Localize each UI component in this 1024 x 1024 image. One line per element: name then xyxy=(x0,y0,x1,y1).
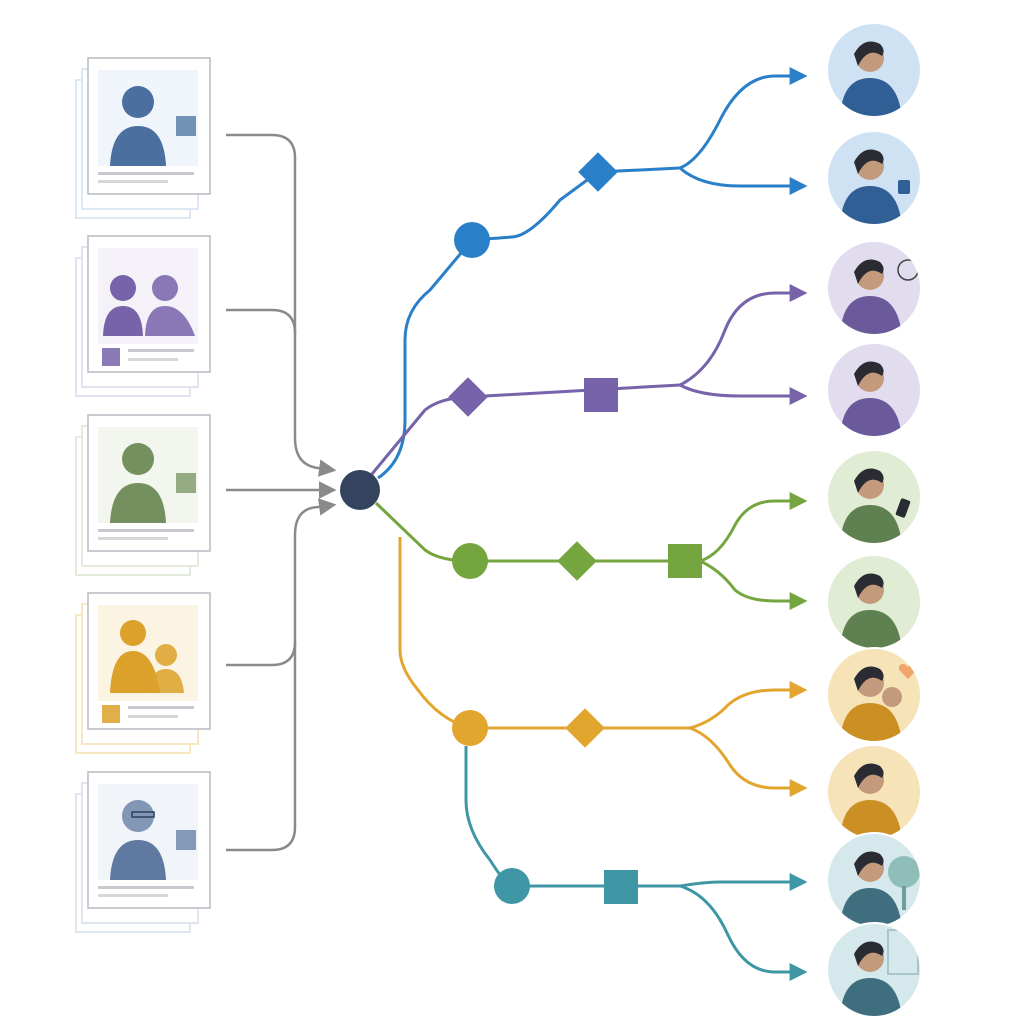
gold-arrow-upper xyxy=(689,681,808,730)
teal-arrow-upper xyxy=(679,873,808,891)
outcome-stressed-woman-circle[interactable] xyxy=(826,240,922,336)
purple-square-node[interactable] xyxy=(584,378,618,412)
man-with-phone-icon xyxy=(840,468,911,543)
man-crossed-arms-icon xyxy=(840,361,902,436)
older-man-tree-icon xyxy=(840,851,920,926)
smiling-woman-sun-icon xyxy=(840,763,902,838)
connector-input-2 xyxy=(226,308,297,334)
purple-arrow-lower xyxy=(679,383,808,405)
purple-arrow-upper xyxy=(679,284,808,387)
input-woman-card[interactable] xyxy=(75,57,211,219)
gold-trunk xyxy=(398,537,690,730)
gold-arrow-lower xyxy=(689,726,808,797)
woman-by-window-icon xyxy=(840,929,919,1016)
blue-arrow-upper xyxy=(679,67,808,170)
branch-nodes xyxy=(448,152,702,904)
doc-badge-square xyxy=(102,348,120,366)
input-man-card[interactable] xyxy=(75,414,211,576)
outcome-smiling-woman-circle[interactable] xyxy=(826,744,922,840)
connector-input-1 xyxy=(226,133,337,477)
mother-child-heart-icon xyxy=(840,664,918,741)
older-man-glasses-icon xyxy=(98,784,198,880)
green-trunk xyxy=(374,501,700,563)
doc-badge-square xyxy=(176,830,196,850)
outcome-woman-window-circle[interactable] xyxy=(826,922,922,1018)
blue-diamond-node[interactable] xyxy=(578,152,618,192)
blue-circle-node[interactable] xyxy=(454,222,490,258)
outcome-calm-woman-circle[interactable] xyxy=(826,22,922,118)
connector-input-5 xyxy=(226,498,337,852)
input-two-people-card[interactable] xyxy=(75,235,211,397)
input-older-man-card[interactable] xyxy=(75,771,211,933)
doc-badge-square xyxy=(176,473,196,493)
outcome-older-man-tree-circle[interactable] xyxy=(826,832,922,928)
woman-with-backpack-icon xyxy=(840,573,902,648)
calm-woman-sparkles-icon xyxy=(840,41,902,116)
branch-teal xyxy=(464,746,808,981)
outcome-woman-mug-circle[interactable] xyxy=(826,130,922,226)
gold-diamond-node[interactable] xyxy=(565,708,605,748)
branch-blue xyxy=(377,67,808,480)
teal-arrow-lower xyxy=(679,884,808,981)
teal-circle-node[interactable] xyxy=(494,868,530,904)
outcome-woman-backpack-circle[interactable] xyxy=(826,554,922,650)
outcome-man-phone-circle[interactable] xyxy=(826,449,922,545)
green-arrow-lower xyxy=(699,559,808,610)
input-mother-child-card[interactable] xyxy=(75,592,211,754)
central-hub-node[interactable] xyxy=(340,470,380,510)
teal-trunk xyxy=(464,746,680,888)
man-portrait-icon xyxy=(98,427,198,523)
teal-square-node[interactable] xyxy=(604,870,638,904)
mother-child-icon xyxy=(98,605,198,701)
branch-green xyxy=(374,492,808,610)
blue-trunk xyxy=(377,166,681,480)
woman-holding-mug-icon xyxy=(840,149,910,224)
input-cards xyxy=(75,57,211,933)
input-connectors xyxy=(226,133,337,852)
purple-trunk xyxy=(370,383,681,475)
gold-circle-node[interactable] xyxy=(452,710,488,746)
stressed-woman-icon xyxy=(840,259,919,334)
green-arrow-upper xyxy=(699,492,808,563)
doc-badge-square xyxy=(176,116,196,136)
woman-portrait-icon xyxy=(98,70,198,166)
green-square-node[interactable] xyxy=(668,544,702,578)
green-diamond-node[interactable] xyxy=(557,541,597,581)
purple-diamond-node[interactable] xyxy=(448,377,488,417)
blue-arrow-lower xyxy=(678,166,808,195)
outcome-crossed-arms-man-circle[interactable] xyxy=(826,342,922,438)
connector-input-4 xyxy=(226,641,297,667)
two-people-icon xyxy=(98,248,198,344)
doc-badge-square xyxy=(102,705,120,723)
green-circle-node[interactable] xyxy=(452,543,488,579)
outcome-circles xyxy=(826,22,922,1018)
outcome-mother-child-heart-circle[interactable] xyxy=(826,647,922,743)
